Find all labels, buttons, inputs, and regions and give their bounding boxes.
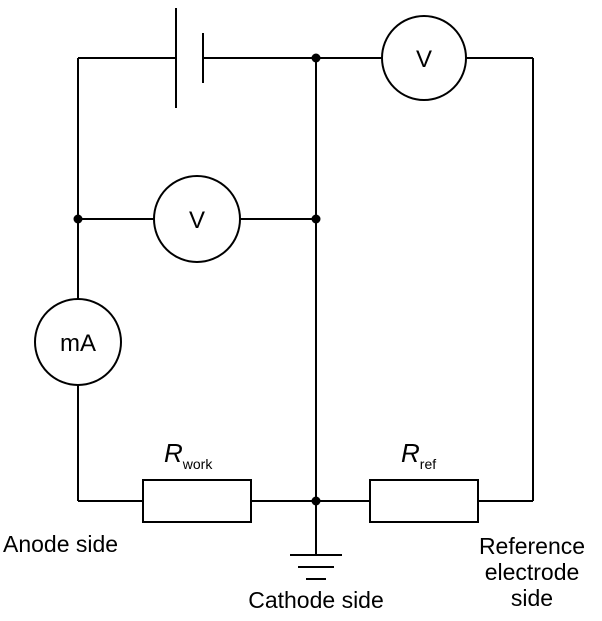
cathode-side-label: Cathode side (248, 587, 384, 613)
resistor-work-symbol: R (164, 438, 183, 468)
mid-voltmeter-circle (153, 175, 241, 263)
junction-dot-left (73, 214, 83, 224)
top-voltmeter: V (381, 15, 467, 101)
ground-symbol (290, 554, 342, 580)
anode-side-label: Anode side (3, 531, 118, 557)
resistor-ref-label: Rref (401, 438, 436, 472)
resistor-work-label: Rwork (164, 438, 213, 472)
resistor-ref-subscript: ref (420, 456, 436, 472)
junction-dot-center (311, 214, 321, 224)
reference-label-line3: side (511, 585, 553, 611)
resistor-ref-body (369, 479, 479, 523)
ammeter: mA (34, 298, 122, 386)
junction-dot-top (311, 53, 321, 63)
junctions (73, 53, 321, 506)
resistor-work-body (142, 479, 252, 523)
battery-symbol (175, 8, 204, 108)
junction-dot-bottom (311, 496, 321, 506)
ammeter-label: mA (60, 330, 96, 357)
mid-voltmeter-label: V (189, 207, 205, 234)
resistor-ref: Rref (369, 438, 479, 523)
wires (77, 57, 534, 555)
top-voltmeter-circle (381, 15, 467, 101)
mid-voltmeter: V (153, 175, 241, 263)
resistor-work: Rwork (142, 438, 252, 523)
reference-label-line2: electrode (485, 559, 580, 585)
resistor-ref-symbol: R (401, 438, 420, 468)
top-voltmeter-label: V (416, 46, 432, 73)
ammeter-circle (34, 298, 122, 386)
reference-label-line1: Reference (479, 533, 585, 559)
resistor-work-subscript: work (182, 456, 214, 472)
